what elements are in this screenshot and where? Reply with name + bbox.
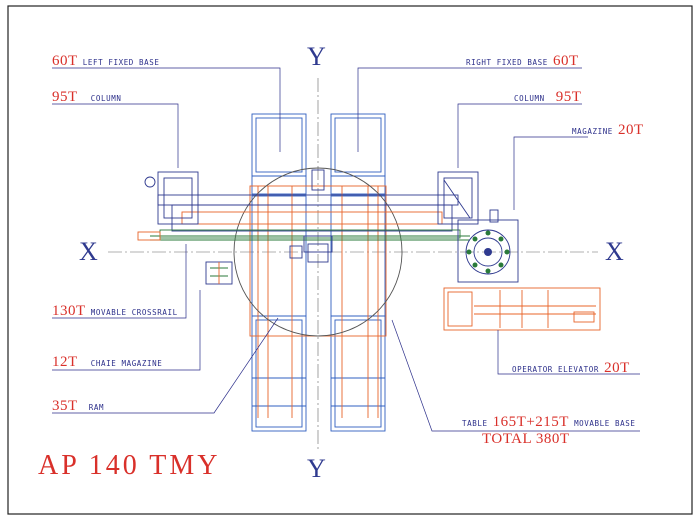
- axis-y-bottom: Y: [307, 454, 326, 483]
- right-column-weight: 95T: [555, 89, 582, 105]
- ram-name: RAM: [88, 403, 105, 412]
- crossrail-weight: 130T: [52, 303, 86, 319]
- left-column-weight: 95T: [52, 89, 78, 105]
- right-track: [330, 113, 386, 432]
- tool-magazine: [457, 209, 519, 283]
- axis-x-right: X: [605, 237, 624, 266]
- operator-elevator-shape: [443, 287, 601, 331]
- ram-weight: 35T: [52, 398, 78, 414]
- label-magazine: MAGAZINE 20T: [572, 121, 644, 138]
- table-name: MOVABLE BASE: [574, 419, 636, 428]
- label-right-fixed-base: RIGHT FIXED BASE 60T: [466, 52, 579, 69]
- crossrail-name: MOVABLE CROSSRAIL: [90, 308, 178, 317]
- ram: [289, 169, 333, 263]
- base-rails: [249, 185, 387, 418]
- axis-y-top: Y: [307, 42, 326, 71]
- left-base-weight: 60T: [52, 53, 78, 69]
- label-chain-magazine: 12T CHAIE MAGAZINE: [52, 353, 162, 370]
- label-crossrail: 130T MOVABLE CROSSRAIL: [52, 302, 178, 319]
- movable-crossrail: [137, 194, 470, 241]
- left-column: [144, 171, 199, 225]
- chain-magazine-name: CHAIE MAGAZINE: [90, 359, 163, 368]
- left-track: [251, 113, 307, 432]
- drawing-frame: [7, 5, 693, 515]
- left-column-name: COLUMN: [90, 94, 122, 103]
- axis-x-left: X: [79, 237, 98, 266]
- label-table: TABLE 165T+215T MOVABLE BASE: [462, 413, 635, 430]
- chain-magazine-shape: [205, 261, 233, 285]
- operator-elevator-name: OPERATOR ELEVATOR: [512, 365, 599, 374]
- magazine-weight: 20T: [618, 122, 644, 138]
- table-weight: 165T+215T: [492, 414, 569, 430]
- total-weight: TOTAL 380T: [482, 431, 570, 447]
- label-ram: 35T RAM: [52, 397, 104, 414]
- leader-lines: [52, 67, 640, 432]
- axis-lines: [108, 78, 598, 452]
- table-prefix: TABLE: [462, 419, 488, 428]
- chain-magazine-weight: 12T: [52, 354, 78, 370]
- magazine-name: MAGAZINE: [572, 127, 613, 136]
- right-column-name: COLUMN: [514, 94, 545, 103]
- left-base-name: LEFT FIXED BASE: [82, 58, 160, 67]
- right-base-name: RIGHT FIXED BASE: [466, 58, 548, 67]
- label-left-fixed-base: 60T LEFT FIXED BASE: [52, 52, 160, 69]
- model-name: AP 140 TMY: [38, 450, 221, 481]
- label-operator-elevator: OPERATOR ELEVATOR 20T: [512, 359, 630, 376]
- rotary-table: [233, 167, 403, 337]
- right-base-weight: 60T: [552, 53, 579, 69]
- label-right-column: COLUMN 95T: [514, 88, 581, 105]
- operator-elevator-weight: 20T: [604, 360, 630, 376]
- label-left-column: 95T COLUMN: [52, 88, 121, 105]
